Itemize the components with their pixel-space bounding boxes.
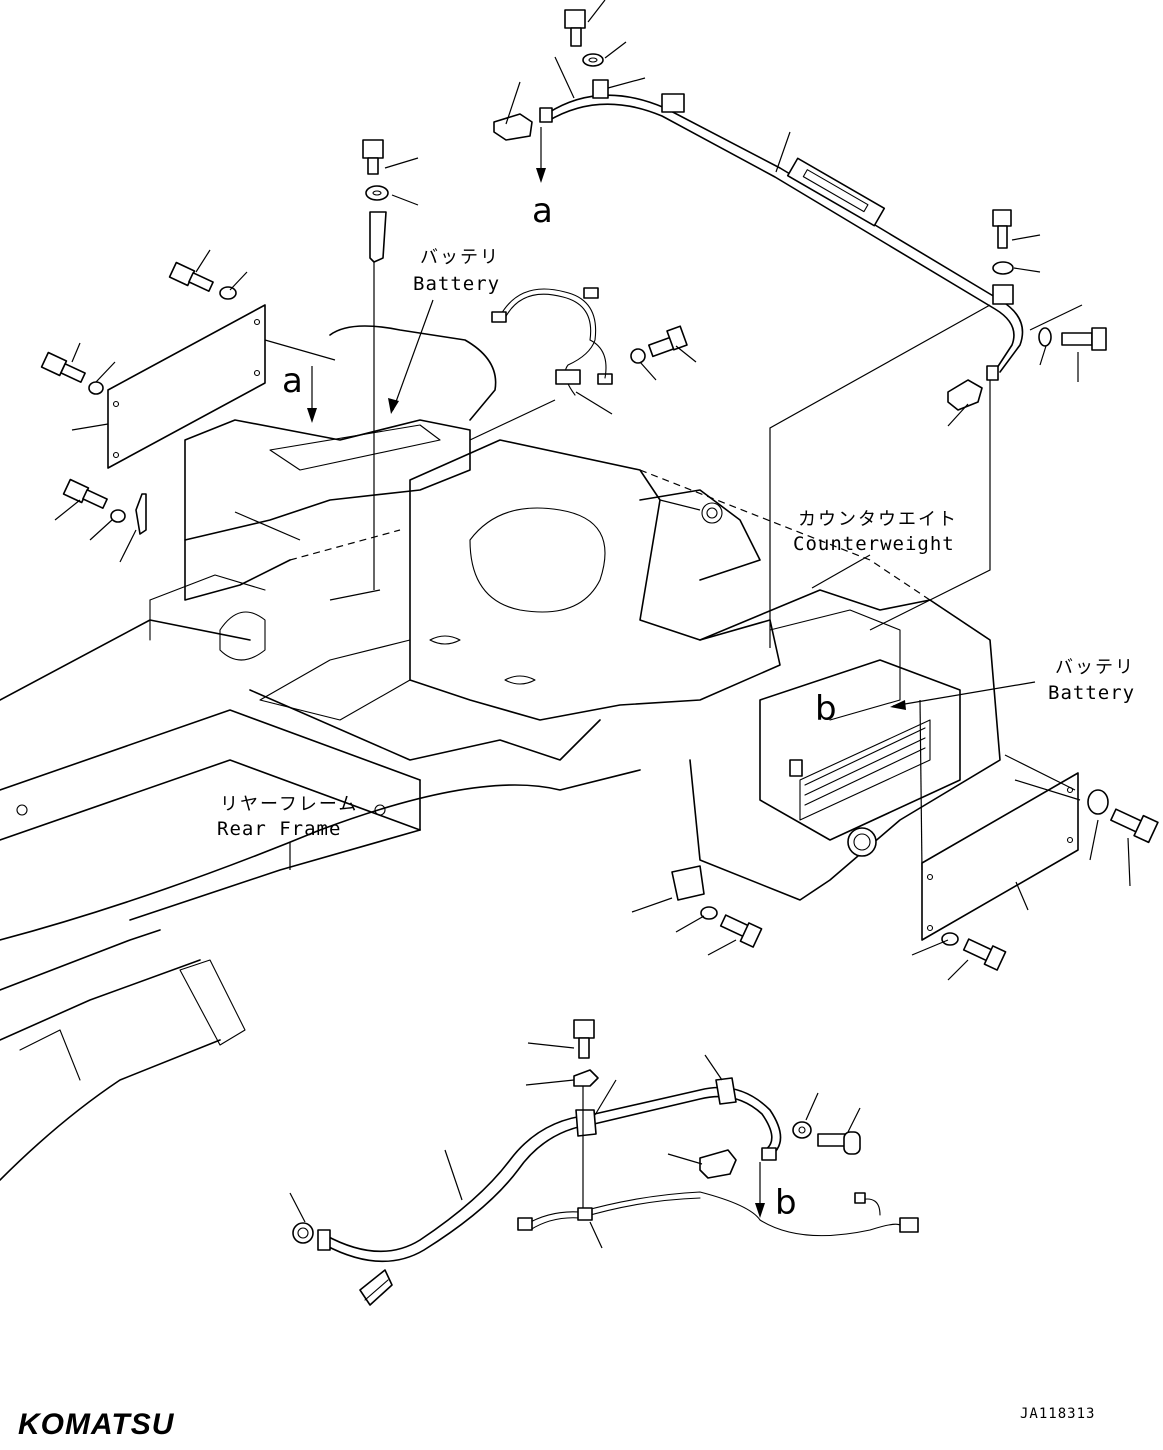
upper-harness — [491, 287, 688, 396]
leader-lines — [54, 0, 1131, 981]
marker-a-left: a — [282, 361, 303, 401]
battery-top-label-en: Battery — [413, 273, 500, 295]
right-top-bolt — [992, 209, 1107, 351]
labels: バッテリ Battery カウンタウエイト Counterweight バッテリ… — [217, 191, 1135, 1223]
drawing-code: JA118313 — [1020, 1406, 1095, 1422]
bottom-battery-cable — [289, 1019, 919, 1306]
top-battery-cable — [493, 79, 1024, 411]
main-frame — [0, 325, 1001, 1181]
left-cover-plate — [40, 261, 266, 535]
counterweight-label-jp: カウンタウエイト — [798, 509, 958, 530]
marker-b-bottom: b — [775, 1183, 797, 1223]
footer: KOMATSU JA118313 — [18, 1406, 1095, 1441]
battery-right-label-jp: バッテリ — [1055, 657, 1135, 678]
komatsu-logo: KOMATSU — [18, 1408, 175, 1441]
center-bolt — [362, 139, 389, 590]
lower-bracket — [671, 865, 763, 948]
top-bolt — [564, 9, 604, 67]
marker-b-right: b — [815, 689, 837, 729]
counterweight-label-en: Counterweight — [793, 533, 955, 555]
right-cover-plate — [921, 772, 1159, 971]
marker-a-top: a — [532, 191, 553, 231]
battery-top-label-jp: バッテリ — [420, 247, 500, 268]
rear-frame-label-jp: リヤーフレーム — [220, 794, 358, 815]
battery-right-label-en: Battery — [1048, 682, 1135, 704]
rear-frame-label-en: Rear Frame — [217, 818, 341, 840]
